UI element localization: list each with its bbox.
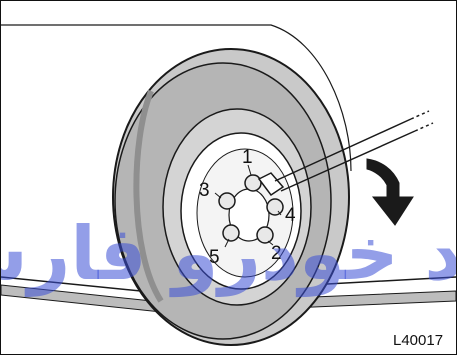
label-nut-1: 1	[242, 147, 253, 168]
lug-nut-1	[245, 175, 261, 191]
lug-nut-3	[219, 193, 235, 209]
figure-code: L40017	[393, 332, 443, 349]
label-nut-3: 3	[199, 180, 210, 201]
watermark-text: راد خودرو فارس	[1, 211, 456, 298]
